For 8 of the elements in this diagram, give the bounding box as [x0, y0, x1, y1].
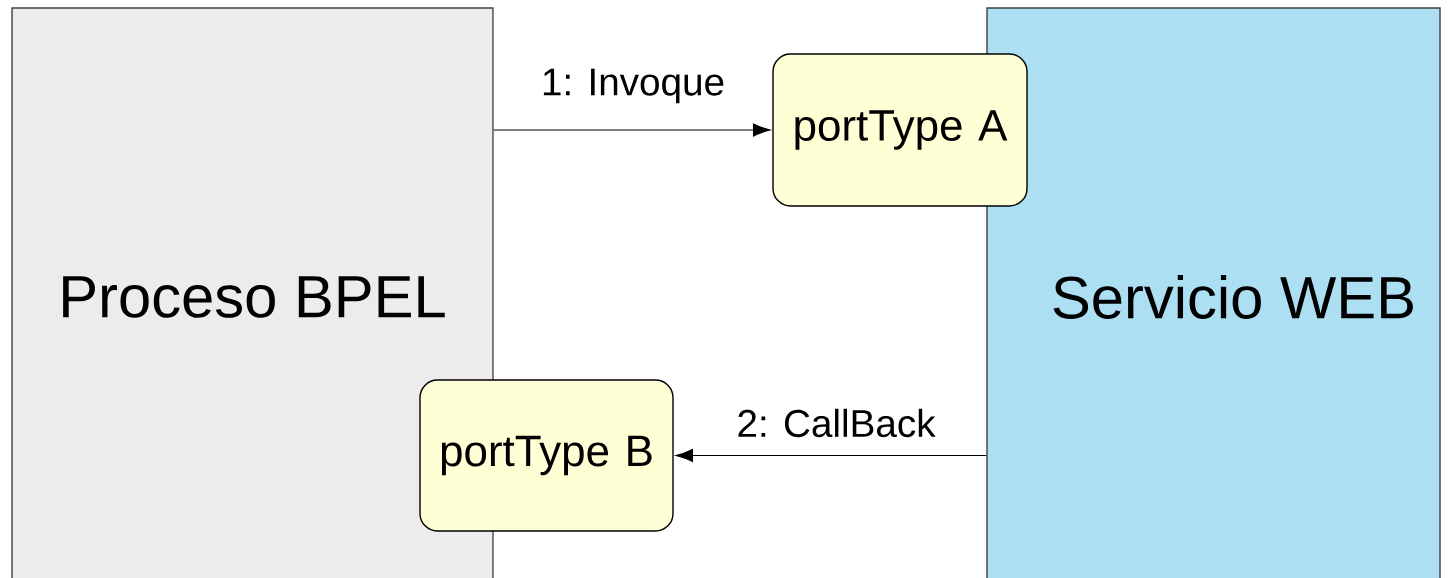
arrow — [493, 123, 771, 137]
port-box: portType B — [419, 379, 674, 532]
arrow — [675, 448, 987, 463]
port-box: portType A — [772, 53, 1028, 207]
edge-label: 1: Invoque — [543, 68, 724, 104]
edge-label: 2: CallBack — [738, 408, 936, 438]
panel-title: Servicio WEB — [1053, 275, 1413, 319]
panel-title: Proceso BPEL — [63, 276, 445, 318]
